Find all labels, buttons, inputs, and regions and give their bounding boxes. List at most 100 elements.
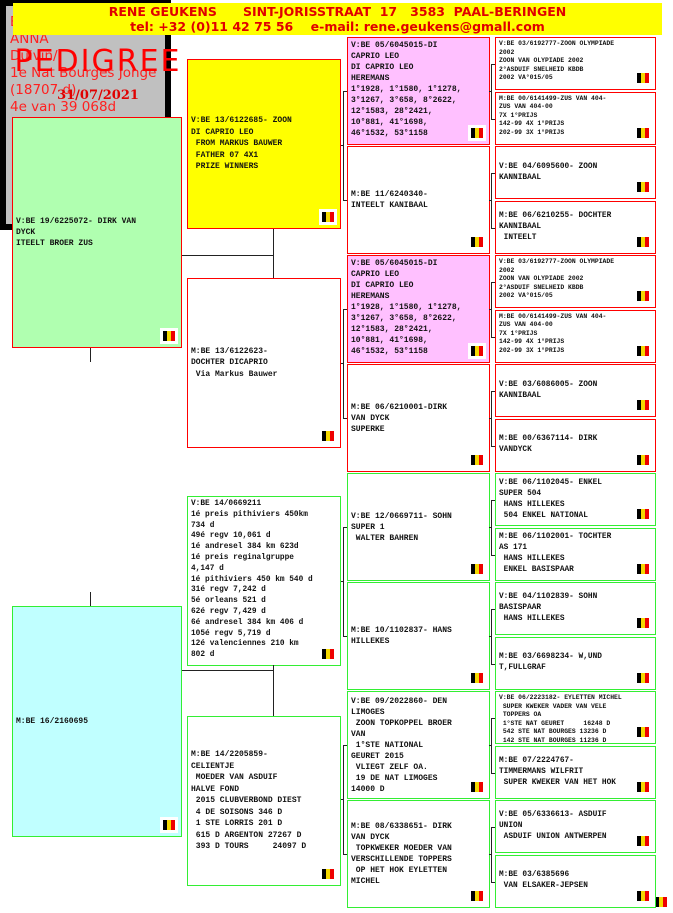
belgium-flag-icon — [634, 887, 652, 904]
connector-line — [343, 309, 347, 310]
pedigree-text-line: SUPER 1 — [351, 522, 385, 532]
pedigree-text-line: 5é orleans 521 d — [191, 597, 266, 606]
belgium-flag-icon — [160, 328, 178, 344]
pedigree-text-line: UNION — [499, 822, 523, 830]
pedigree-text-line: M:BE 16/2160695 — [16, 717, 89, 726]
pedigree-text-line: 1°STE NAT GEURET 16248 D — [499, 719, 611, 727]
dam-gen2-box[interactable]: M:BE 14/2205859-CELIENTJE MOEDER VAN ASD… — [187, 716, 341, 886]
pedigree-text-line: FATHER 07 4X1 — [191, 150, 259, 160]
sire-gen4-box[interactable]: V:BE 06/2223182- EYLETTEN MICHEL SUPER K… — [495, 691, 656, 744]
pedigree-text-line: KANNIBAAL — [499, 173, 542, 182]
belgium-flag-icon — [634, 506, 652, 522]
pedigree-text-line: HILLEKES — [351, 637, 390, 646]
dam-gen2-box[interactable]: M:BE 13/6122623-DOCHTER DICAPRIO Via Mar… — [187, 278, 341, 448]
pedigree-text-line: M:BE 06/6210255- DOCHTER — [499, 211, 612, 220]
pedigree-text-line: 2°ASDUIF SNELHEID KBDB — [499, 283, 584, 291]
pedigree-text-line: V:BE 06/2223182- EYLETTEN MICHEL — [499, 694, 622, 701]
pedigree-text-line: 2°ASDUIF SNELHEID KBDB — [499, 65, 584, 73]
pedigree-text-line: HANS HILLEKES — [499, 555, 565, 563]
pedigree-text-line: 393 D TOURS 24097 D — [191, 842, 307, 852]
pedigree-text-line: V:BE 03/6086005- ZOON — [499, 380, 598, 389]
pedigree-text-line: V:BE 05/6336613- ASDUIF — [499, 811, 607, 819]
breeder-header: RENE GEUKENS SINT-JORISSTRAAT 17 3583 PA… — [13, 3, 662, 35]
belgium-flag-icon — [634, 397, 652, 413]
belgium-flag-icon — [468, 779, 486, 795]
pedigree-text-line: SUPER KWEKER VADER VAN VELE — [499, 702, 607, 710]
dam-gen3-box[interactable]: M:BE 11/6240340-INTEELT KANIBAAL — [347, 146, 490, 254]
pedigree-text-line: KANNIBAAL — [499, 222, 542, 231]
belgium-flag-icon — [634, 124, 652, 141]
belgium-flag-icon — [468, 343, 486, 359]
pedigree-text-line: 202-99 3X 1°PRIJS — [499, 346, 565, 354]
dam-box[interactable]: M:BE 16/2160695 — [12, 606, 182, 837]
dam-gen4-box[interactable]: M:BE 00/6141499-ZUS VAN 404-ZUS VAN 404-… — [495, 309, 656, 363]
belgium-flag-icon — [634, 724, 652, 740]
subject-text-line: 1e Nat Bourges Jonge — [10, 65, 157, 81]
pedigree-text-line: 49é regv 10,061 d — [191, 532, 271, 541]
pedigree-text-line: M:BE 07/2224767- — [499, 756, 574, 765]
connector-line — [343, 527, 344, 636]
pedigree-text-line: 2002 — [499, 48, 515, 56]
pedigree-text-line: 2002 — [499, 266, 515, 274]
pedigree-text-line: M:BE 14/2205859- — [191, 750, 268, 760]
connector-line — [90, 592, 91, 606]
pedigree-text-line: 142-99 4X 1°PRIJS — [499, 120, 565, 128]
belgium-flag-icon — [468, 234, 486, 250]
pedigree-text-line: FROM MARKUS BAUWER — [191, 139, 283, 149]
connector-line — [343, 854, 347, 855]
pedigree-text-line: 802 d — [191, 651, 215, 660]
pedigree-text-line: SUPER KWEKER VAN HET HOK — [499, 778, 616, 787]
connector-line — [491, 882, 495, 883]
pedigree-text-line: 1é preis reginalgruppe — [191, 553, 294, 562]
pedigree-text-line: V:BE 19/6225072- DIRK VAN — [16, 217, 137, 226]
pedigree-text-line: 542 STE NAT BOURGES 13236 D — [499, 728, 607, 736]
connector-line — [343, 91, 344, 200]
pedigree-text-line: 14000 D — [351, 784, 385, 794]
connector-line — [343, 527, 347, 528]
belgium-flag-icon — [319, 866, 337, 882]
dam-gen4-box[interactable]: M:BE 03/6385696 VAN ELSAKER-JEPSEN — [495, 854, 656, 908]
pedigree-text-line: V:BE 12/0669711- SOHN — [351, 511, 452, 521]
pedigree-text-line: 7X 1°PRIJS — [499, 329, 538, 337]
subject-text-line: (18707 d) — [10, 82, 77, 98]
pedigree-text-line: 46°1532, 53°1158 — [351, 129, 428, 138]
pedigree-text-line: 1°1928, 1°1580, 1°1278, — [351, 85, 462, 94]
pedigree-text-line: DYCK — [16, 228, 36, 237]
connector-line — [489, 745, 491, 746]
pedigree-text-line: CAPRIO LEO — [351, 52, 400, 61]
belgium-flag-icon — [319, 209, 337, 225]
pedigree-text-line: 1é pithiviers 450 km 540 d — [191, 575, 313, 584]
dam-gen4-box[interactable]: M:BE 00/6141499-ZUS VAN 404-ZUS VAN 404-… — [495, 91, 656, 145]
belgium-flag-icon — [468, 561, 486, 577]
pedigree-text-line: SUPER 504 — [499, 489, 542, 498]
pedigree-text-line: 12°1583, 28°2421, — [351, 325, 433, 334]
pedigree-text-line: ZOON VAN OLYPIADE 2002 — [499, 57, 584, 65]
connector-line — [491, 391, 495, 392]
dam-gen4-box[interactable]: M:BE 07/2224767-TIMMERMANS WILFRIT SUPER… — [495, 745, 656, 799]
connector-line — [491, 827, 495, 828]
pedigree-text-line: SUPERKE — [351, 424, 385, 434]
pedigree-text-line: TOPPERS OA — [499, 711, 542, 719]
pedigree-text-line: T,FULLGRAF — [499, 664, 546, 672]
